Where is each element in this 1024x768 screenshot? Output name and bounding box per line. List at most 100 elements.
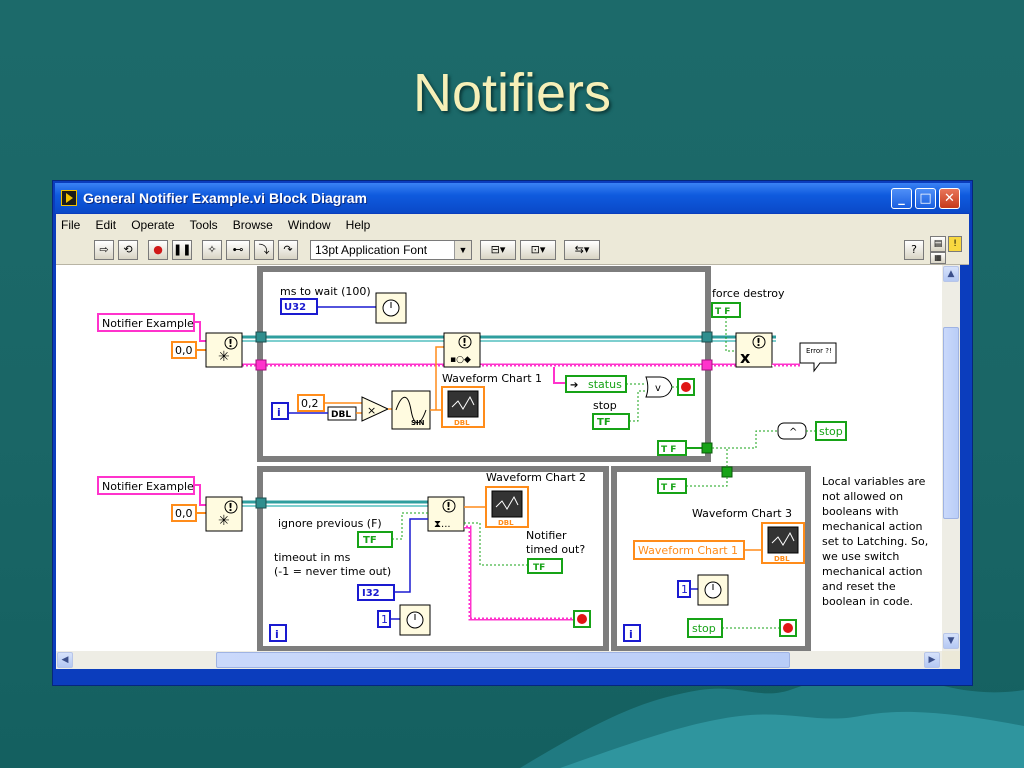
comment-line: set to Latching. So, <box>822 535 928 548</box>
obtain-notifier-node[interactable] <box>205 332 243 368</box>
close-button[interactable]: ✕ <box>939 188 960 209</box>
loop-tunnel[interactable] <box>701 442 713 454</box>
notifier-icon: ! <box>228 337 233 350</box>
iteration-terminal[interactable] <box>269 624 287 642</box>
block-diagram-canvas[interactable]: Notifier Example 0,0 ✳ ! ms to wait (100… <box>56 265 942 651</box>
comment-line: Local variables are <box>822 475 926 488</box>
menu-tools[interactable]: Tools <box>189 218 218 232</box>
notifier-icon-ring <box>224 500 238 514</box>
resize-grip-icon[interactable] <box>942 651 960 669</box>
hourglass-icon: ⧗... <box>434 519 451 530</box>
timed-out-label-1: Notifier <box>526 529 567 542</box>
menu-help[interactable]: Help <box>345 218 371 232</box>
ignore-previous-label: ignore previous (F) <box>278 517 382 530</box>
vertical-scrollbar[interactable]: ▲ ▼ <box>942 265 960 651</box>
string-wire <box>194 484 206 506</box>
run-continuous-icon: ⟲ <box>123 243 133 256</box>
menu-file[interactable]: File <box>61 218 81 232</box>
wait-ms-constant-text: 1 <box>681 583 688 596</box>
highlight-execution-button[interactable]: ✧ <box>202 240 222 260</box>
maximize-button[interactable]: □ <box>915 188 936 209</box>
iteration-terminal[interactable] <box>271 402 289 420</box>
diagram-svg: Notifier Example 0,0 ✳ ! ms to wait (100… <box>97 266 928 651</box>
comment-line: not allowed on <box>822 490 903 503</box>
horizontal-scroll-thumb[interactable] <box>216 652 790 668</box>
menu-edit[interactable]: Edit <box>95 218 117 232</box>
comment-line: booleans with <box>822 505 899 518</box>
warning-icon[interactable]: ! <box>948 236 962 252</box>
run-continuously-button[interactable]: ⟲ <box>118 240 138 260</box>
simple-error-handler[interactable] <box>799 342 837 373</box>
distribute-objects-button[interactable]: ⊡▾ <box>520 240 556 260</box>
menu-browse[interactable]: Browse <box>232 218 273 232</box>
font-selector-value: 13pt Application Font <box>315 243 428 257</box>
boolean-wire <box>686 477 728 487</box>
error-handler-text: Error ?! <box>806 347 832 355</box>
font-selector[interactable]: 13pt Application Font ▼ <box>310 240 472 260</box>
loop-tunnel[interactable] <box>701 331 713 343</box>
scroll-left-icon[interactable]: ◀ <box>57 652 73 668</box>
menu-operate[interactable]: Operate <box>131 218 175 232</box>
sine-wave-icon <box>395 396 427 424</box>
iteration-terminal[interactable] <box>623 624 641 642</box>
lightbulb-icon: ✧ <box>207 243 217 256</box>
right-while-loop[interactable] <box>611 466 811 651</box>
vi-icon[interactable]: ▦ <box>930 252 946 264</box>
loop-tunnel[interactable] <box>721 466 733 478</box>
stop-indicator[interactable] <box>815 421 847 441</box>
abort-button[interactable]: ● <box>148 240 168 260</box>
timeout-label-1: timeout in ms <box>274 551 351 564</box>
notifier-icon: ! <box>446 500 451 513</box>
lower-while-loop[interactable] <box>257 466 609 651</box>
vertical-scroll-thumb[interactable] <box>943 327 959 519</box>
reorder-button[interactable]: ⇆▾ <box>564 240 600 260</box>
timeout-label-2: (-1 = never time out) <box>274 565 391 578</box>
align-objects-button[interactable]: ⊟▾ <box>480 240 516 260</box>
boolean-wire <box>392 512 428 540</box>
retain-wire-values-button[interactable]: ⊷ <box>226 240 250 260</box>
stop-local-tf-text: T F <box>661 483 676 493</box>
comment-line: we use switch <box>822 550 899 563</box>
wait-on-notification-node[interactable] <box>427 496 465 532</box>
ms-to-wait-label: ms to wait (100) <box>280 285 371 298</box>
stop-local-tf-text: T F <box>661 445 676 455</box>
minimize-icon: _ <box>898 191 905 206</box>
send-notification-node[interactable] <box>443 332 481 368</box>
ignore-tf-text: TF <box>363 535 377 546</box>
scroll-down-icon[interactable]: ▼ <box>943 633 959 649</box>
loop-tunnel[interactable] <box>255 331 267 343</box>
sine-node[interactable] <box>391 390 431 430</box>
multiply-node[interactable] <box>361 396 390 422</box>
loop-tunnel[interactable] <box>255 497 267 509</box>
multiply-icon: × <box>367 404 376 417</box>
send-icon: ▪○◆ <box>450 355 471 365</box>
or-gate[interactable] <box>645 376 673 398</box>
timed-out-indicator[interactable] <box>527 558 563 574</box>
horizontal-scrollbar[interactable]: ◀ ▶ <box>56 651 942 669</box>
step-into-button[interactable]: ⤵ <box>254 240 274 260</box>
zero-constant-text: 0,0 <box>175 507 193 520</box>
minimize-button[interactable]: _ <box>891 188 912 209</box>
menu-window[interactable]: Window <box>287 218 331 232</box>
obtain-notifier-node[interactable] <box>205 496 243 532</box>
pause-button[interactable]: ❚❚ <box>172 240 192 260</box>
title-bar[interactable]: General Notifier Example.vi Block Diagra… <box>55 183 970 213</box>
chart3-label: Waveform Chart 3 <box>692 507 792 520</box>
labview-app-icon[interactable] <box>61 190 77 206</box>
loop-tunnel[interactable] <box>255 359 267 371</box>
chart-dbl-text: DBL <box>774 555 790 563</box>
step-over-button[interactable]: ↷ <box>278 240 298 260</box>
run-button[interactable]: ⇨ <box>94 240 114 260</box>
string-wire <box>194 321 206 342</box>
error-wire <box>553 367 566 384</box>
iteration-text: i <box>277 406 281 419</box>
scroll-up-icon[interactable]: ▲ <box>943 266 959 282</box>
scroll-right-icon[interactable]: ▶ <box>924 652 940 668</box>
wait-ms-node[interactable] <box>399 604 431 636</box>
stop-sign-icon <box>681 382 691 392</box>
context-help-button[interactable]: ? <box>904 240 924 260</box>
connector-pane-icon[interactable]: ▤ <box>930 236 946 252</box>
loop-tunnel[interactable] <box>701 359 713 371</box>
toolbar: ⇨ ⟲ ● ❚❚ ✧ ⊷ ⤵ ↷ 13pt Application Font ▼… <box>56 234 969 265</box>
